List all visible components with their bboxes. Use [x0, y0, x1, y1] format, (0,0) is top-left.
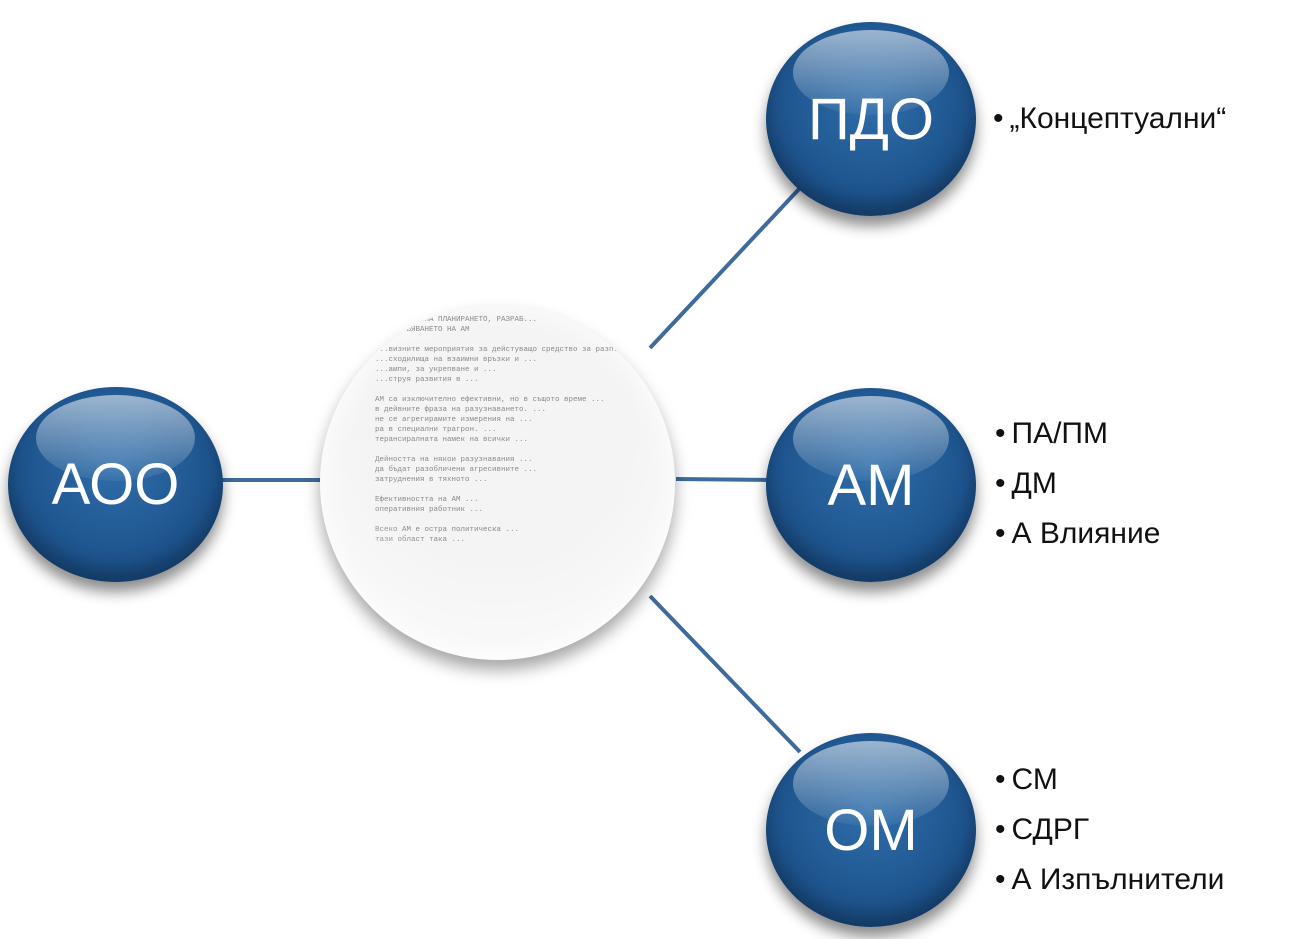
- bullet-item: А Влияние: [995, 509, 1161, 559]
- bullet-item: СДРГ: [995, 805, 1224, 855]
- bullet-list-pdo: „Концептуални“: [993, 94, 1227, 144]
- center-document-image: ИЗКУСТВОТО НА ПЛАНИРАНЕТО, РАЗРАБ... ОСЪ…: [320, 305, 675, 660]
- connector-middle: [675, 477, 771, 482]
- node-am-label: АМ: [827, 452, 915, 518]
- bullet-list-om: СМ СДРГ А Изпълнители: [995, 755, 1225, 905]
- node-pdo-label: ПДО: [807, 86, 935, 152]
- bullet-item: ПА/ПМ: [995, 409, 1160, 459]
- node-aoo: АОО: [8, 387, 223, 582]
- node-am: АМ: [766, 388, 976, 582]
- node-pdo: ПДО: [766, 22, 976, 216]
- bullet-item: А Изпълнители: [995, 855, 1225, 905]
- node-om-label: ОМ: [824, 797, 918, 863]
- bullet-list-am: ПА/ПМ ДМ А Влияние: [995, 409, 1161, 559]
- bullet-item: ДМ: [995, 459, 1160, 509]
- bullet-item: „Концептуални“: [993, 94, 1227, 144]
- node-aoo-label: АОО: [51, 452, 180, 517]
- bullet-item: СМ: [995, 755, 1224, 805]
- node-om: ОМ: [766, 733, 976, 927]
- document-text: ИЗКУСТВОТО НА ПЛАНИРАНЕТО, РАЗРАБ... ОСЪ…: [375, 316, 628, 544]
- connector-top: [648, 186, 802, 350]
- connector-bottom: [648, 594, 802, 754]
